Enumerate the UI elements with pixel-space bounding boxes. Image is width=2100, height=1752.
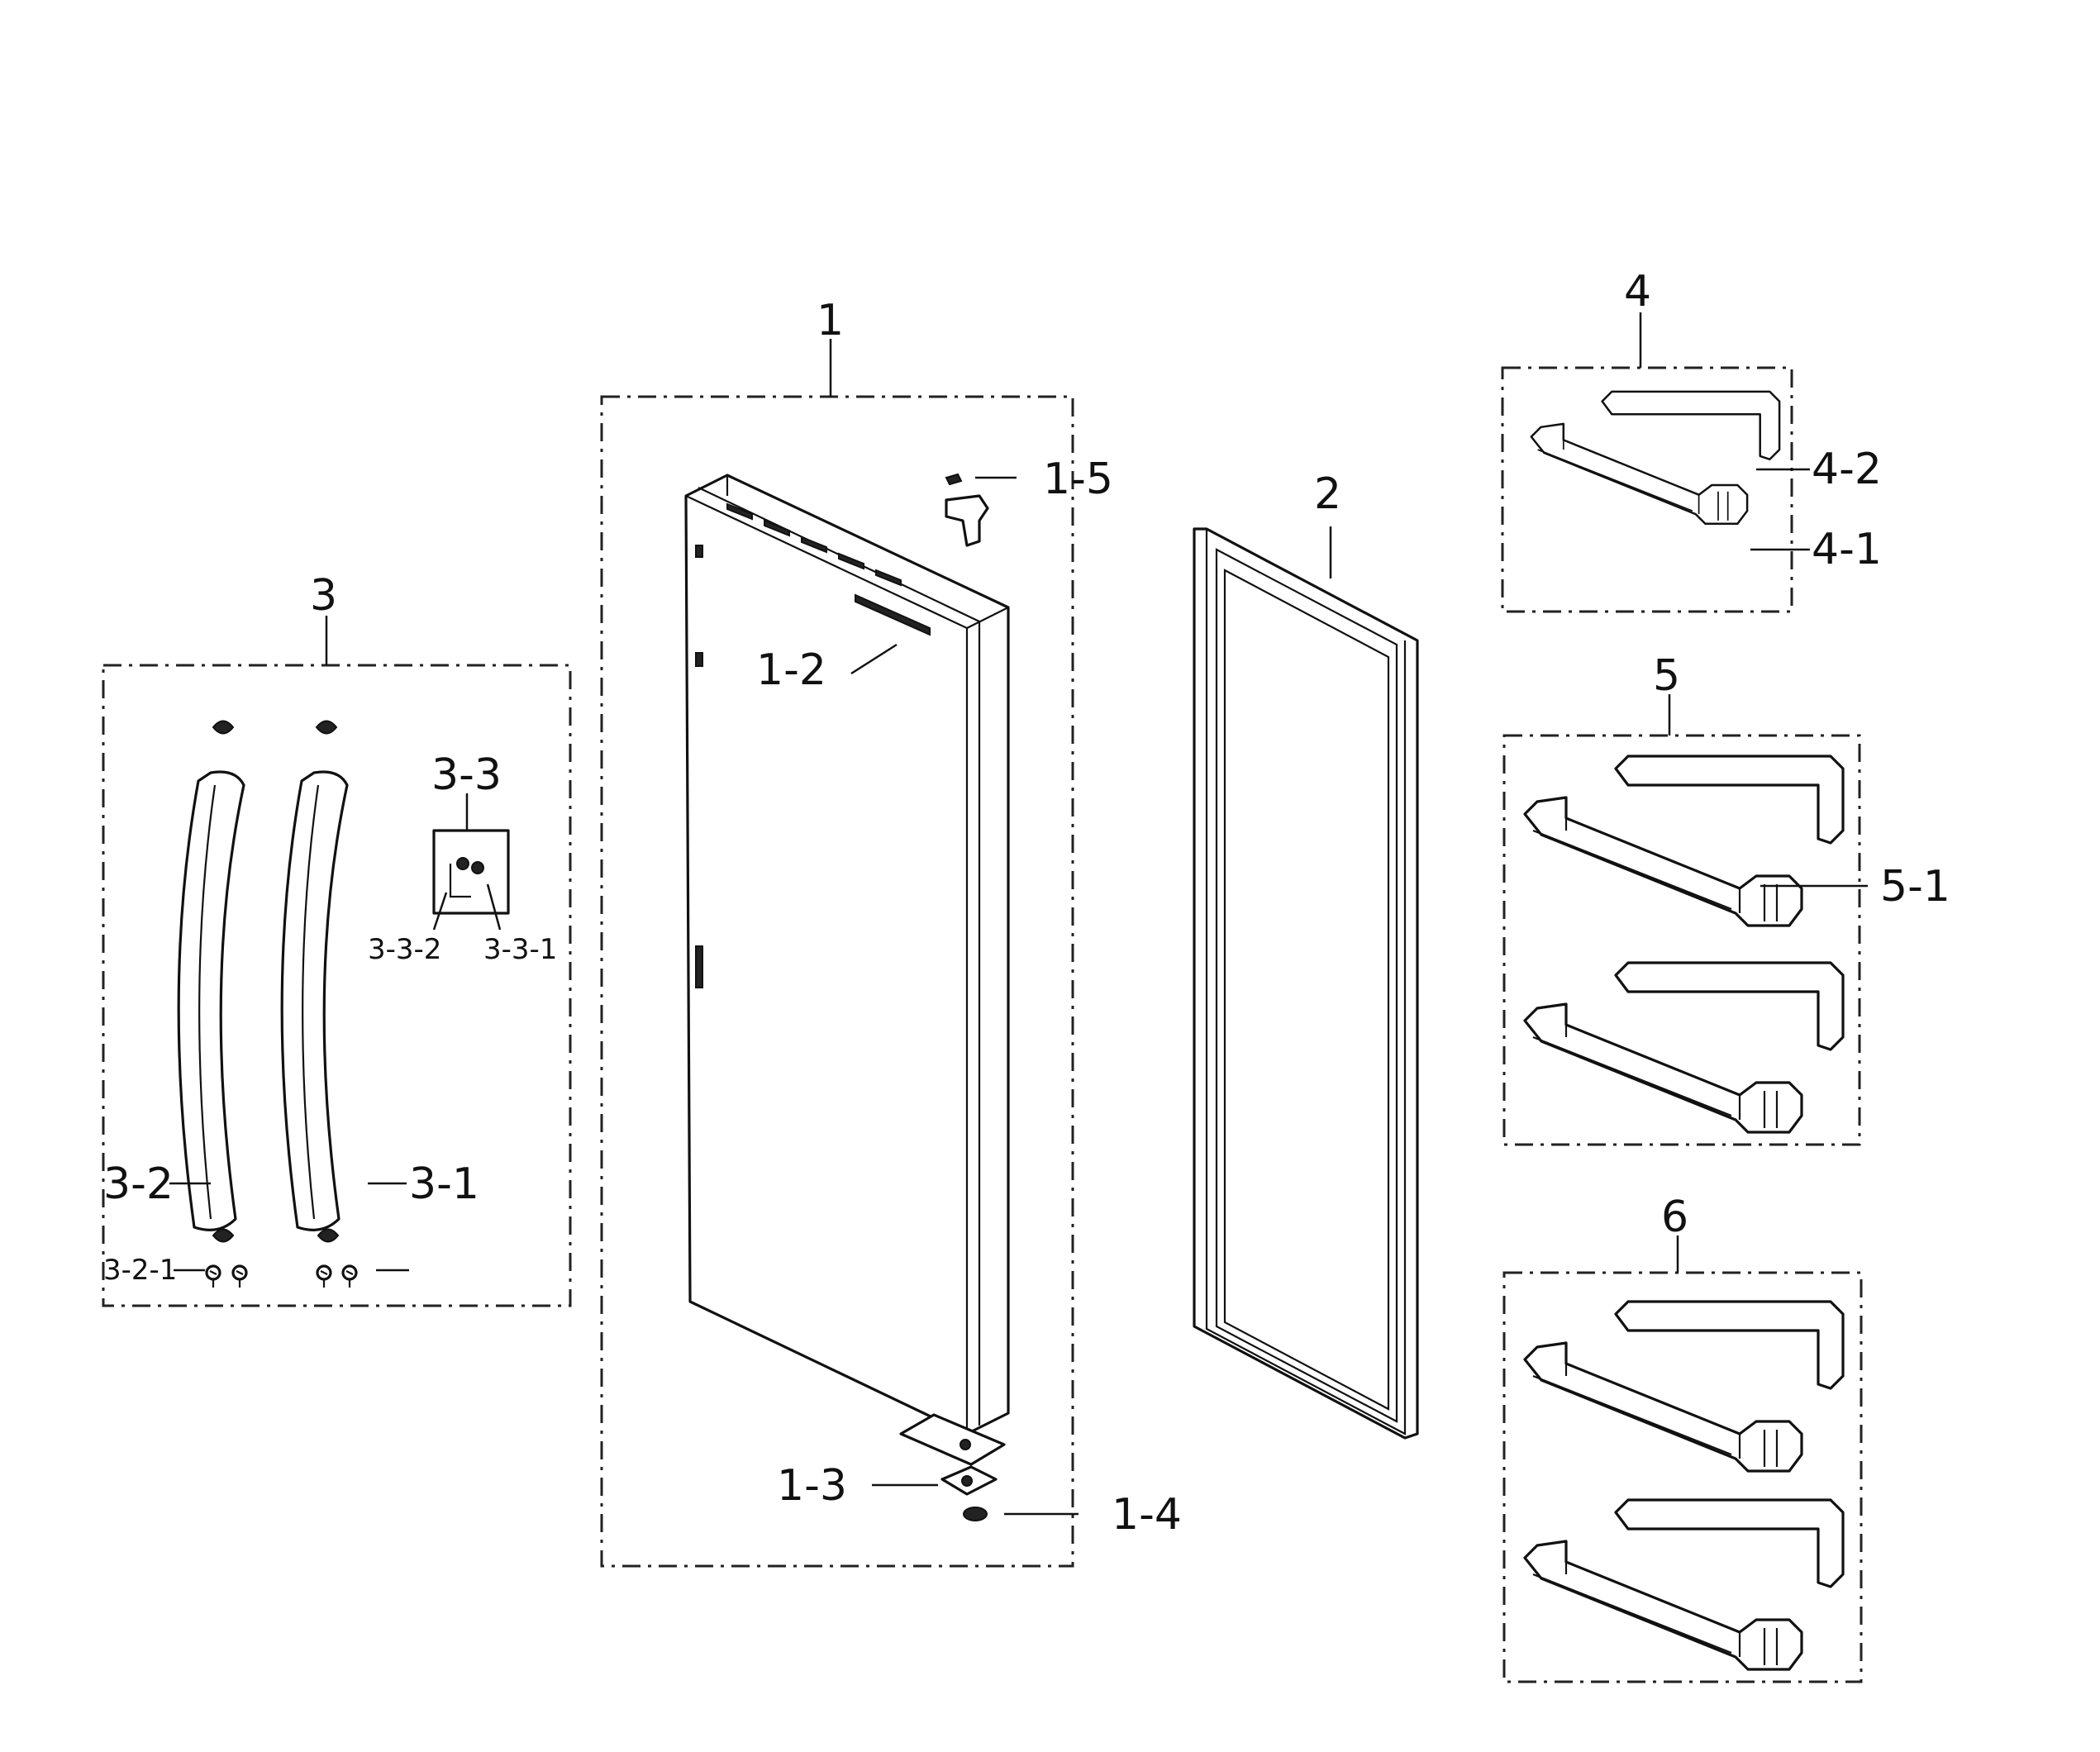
screw-pack-icon: [432, 829, 510, 915]
callout-1: 1: [817, 296, 844, 345]
door-gasket-group-2: 2: [1193, 469, 1419, 1440]
hinge-bracket-icon: [945, 494, 989, 547]
screw-icon: [316, 1264, 332, 1289]
callout-2: 2: [1314, 469, 1341, 519]
callout-1-5: 1-5: [1043, 455, 1113, 504]
callout-1-4: 1-4: [1112, 1490, 1182, 1540]
handle-cap-icon: [212, 720, 235, 735]
brand-logo-icon: [855, 593, 931, 636]
group-5-frame: [1502, 734, 1861, 1146]
door-bin-group-6: 6: [1502, 1193, 1863, 1683]
handle-cap-icon: [212, 1228, 235, 1243]
door-bin-icon: [1530, 390, 1781, 526]
group-3-frame: [102, 664, 572, 1307]
callout-6: 6: [1661, 1193, 1688, 1242]
door-handle-icon: [280, 770, 349, 1231]
callout-5: 5: [1653, 651, 1680, 701]
door-bin-group-5: 5 5-1: [1502, 651, 1950, 1146]
door-bin-group-4: 4 4-2 4-1: [1501, 267, 1882, 613]
hinge-pin-icon: [945, 473, 963, 486]
screw-icon: [341, 1264, 358, 1289]
callout-4-1: 4-1: [1812, 525, 1882, 574]
callout-4-2: 4-2: [1812, 445, 1882, 494]
callout-5-1: 5-1: [1880, 862, 1950, 912]
callout-3-2: 3-2: [103, 1159, 174, 1209]
handle-group-3: 3 3-3 3-3-2 3-3-1 3-2 3-1 3-2-1: [102, 571, 572, 1307]
callout-1-3: 1-3: [777, 1461, 847, 1511]
callout-3-3: 3-3: [431, 750, 502, 800]
callout-3: 3: [310, 571, 337, 621]
callout-3-2-1: 3-2-1: [103, 1254, 177, 1287]
hinge-bracket-icon: [899, 1413, 1006, 1466]
group-6-frame: [1502, 1271, 1863, 1683]
screw-icon: [231, 1264, 248, 1289]
screw-icon: [205, 1264, 221, 1289]
callout-1-2: 1-2: [756, 645, 826, 695]
door-assembly-group-1: 1 1-5 1-2: [600, 296, 1182, 1568]
refrigerator-door-icon: [684, 474, 1010, 1435]
handle-cap-icon: [315, 720, 338, 735]
washer-icon: [963, 1507, 988, 1521]
door-handle-icon: [177, 770, 245, 1231]
door-bin-icon: [1523, 755, 1845, 927]
group-4-frame: [1501, 366, 1793, 613]
callout-4: 4: [1624, 267, 1651, 317]
callout-3-3-1: 3-3-1: [483, 933, 557, 966]
door-bin-icon: [1523, 1498, 1845, 1671]
door-gasket-icon: [1193, 527, 1419, 1440]
callout-3-1: 3-1: [409, 1159, 479, 1209]
callout-3-3-2: 3-3-2: [368, 933, 441, 966]
door-bin-icon: [1523, 961, 1845, 1134]
door-bin-icon: [1523, 1300, 1845, 1473]
group-1-frame: [600, 395, 1074, 1568]
handle-cap-icon: [317, 1228, 340, 1243]
